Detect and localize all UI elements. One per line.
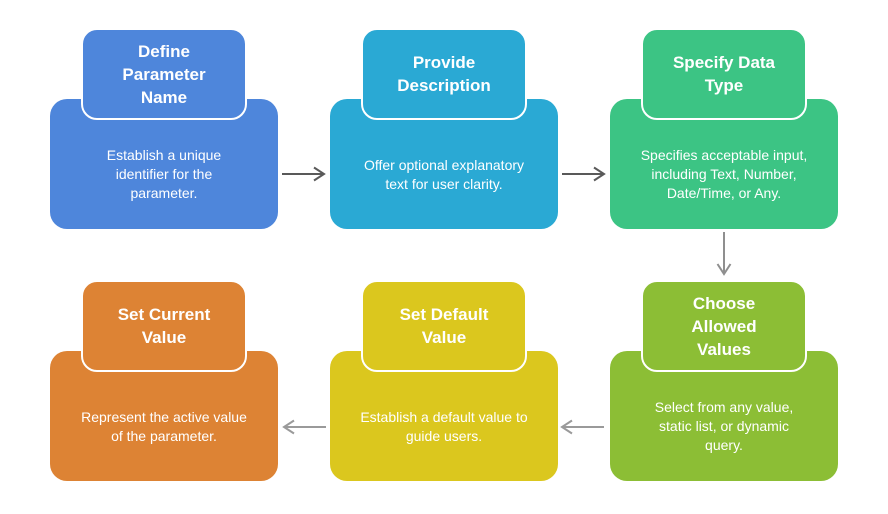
step-title-tab: Define Parameter Name — [81, 28, 247, 120]
step-body: Offer optional explanatory text for user… — [330, 99, 558, 229]
arrow-left-step4-to-step5-icon — [559, 418, 605, 436]
step-title: Set Current Value — [117, 305, 211, 347]
arrow-down-step3-to-step4-icon — [715, 231, 733, 277]
step-body: Represent the active value of the parame… — [50, 351, 278, 481]
step-card-specify-data-type: Specify Data Type Specifies acceptable i… — [610, 28, 838, 229]
step-body: Select from any value, static list, or d… — [610, 351, 838, 481]
step-title-tab: Choose Allowed Values — [641, 280, 807, 372]
step-card-choose-allowed-values: Choose Allowed Values Select from any va… — [610, 280, 838, 481]
step-title-tab: Set Current Value — [81, 280, 247, 372]
step-description: Specifies acceptable input, including Te… — [640, 147, 808, 201]
step-description: Establish a default value to guide users… — [360, 408, 528, 444]
step-title: Specify Data Type — [672, 53, 776, 95]
arrow-left-step5-to-step6-icon — [281, 418, 327, 436]
step-card-set-current-value: Set Current Value Represent the active v… — [50, 280, 278, 481]
step-body: Establish a default value to guide users… — [330, 351, 558, 481]
step-body: Establish a unique identifier for the pa… — [50, 99, 278, 229]
step-title: Set Default Value — [399, 305, 489, 347]
step-title: Choose Allowed Values — [691, 293, 757, 359]
arrow-right-step1-to-step2-icon — [281, 165, 327, 183]
step-title: Provide Description — [397, 53, 491, 95]
step-card-provide-description: Provide Description Offer optional expla… — [330, 28, 558, 229]
step-title-tab: Provide Description — [361, 28, 527, 120]
step-description: Offer optional explanatory text for user… — [363, 156, 525, 192]
step-card-set-default-value: Set Default Value Establish a default va… — [330, 280, 558, 481]
step-description: Represent the active value of the parame… — [81, 408, 247, 444]
step-title-tab: Specify Data Type — [641, 28, 807, 120]
step-description: Select from any value, static list, or d… — [654, 399, 794, 453]
step-description: Establish a unique identifier for the pa… — [106, 147, 222, 201]
step-card-define-parameter-name: Define Parameter Name Establish a unique… — [50, 28, 278, 229]
arrow-right-step2-to-step3-icon — [561, 165, 607, 183]
step-title-tab: Set Default Value — [361, 280, 527, 372]
step-title: Define Parameter Name — [122, 41, 206, 107]
step-body: Specifies acceptable input, including Te… — [610, 99, 838, 229]
